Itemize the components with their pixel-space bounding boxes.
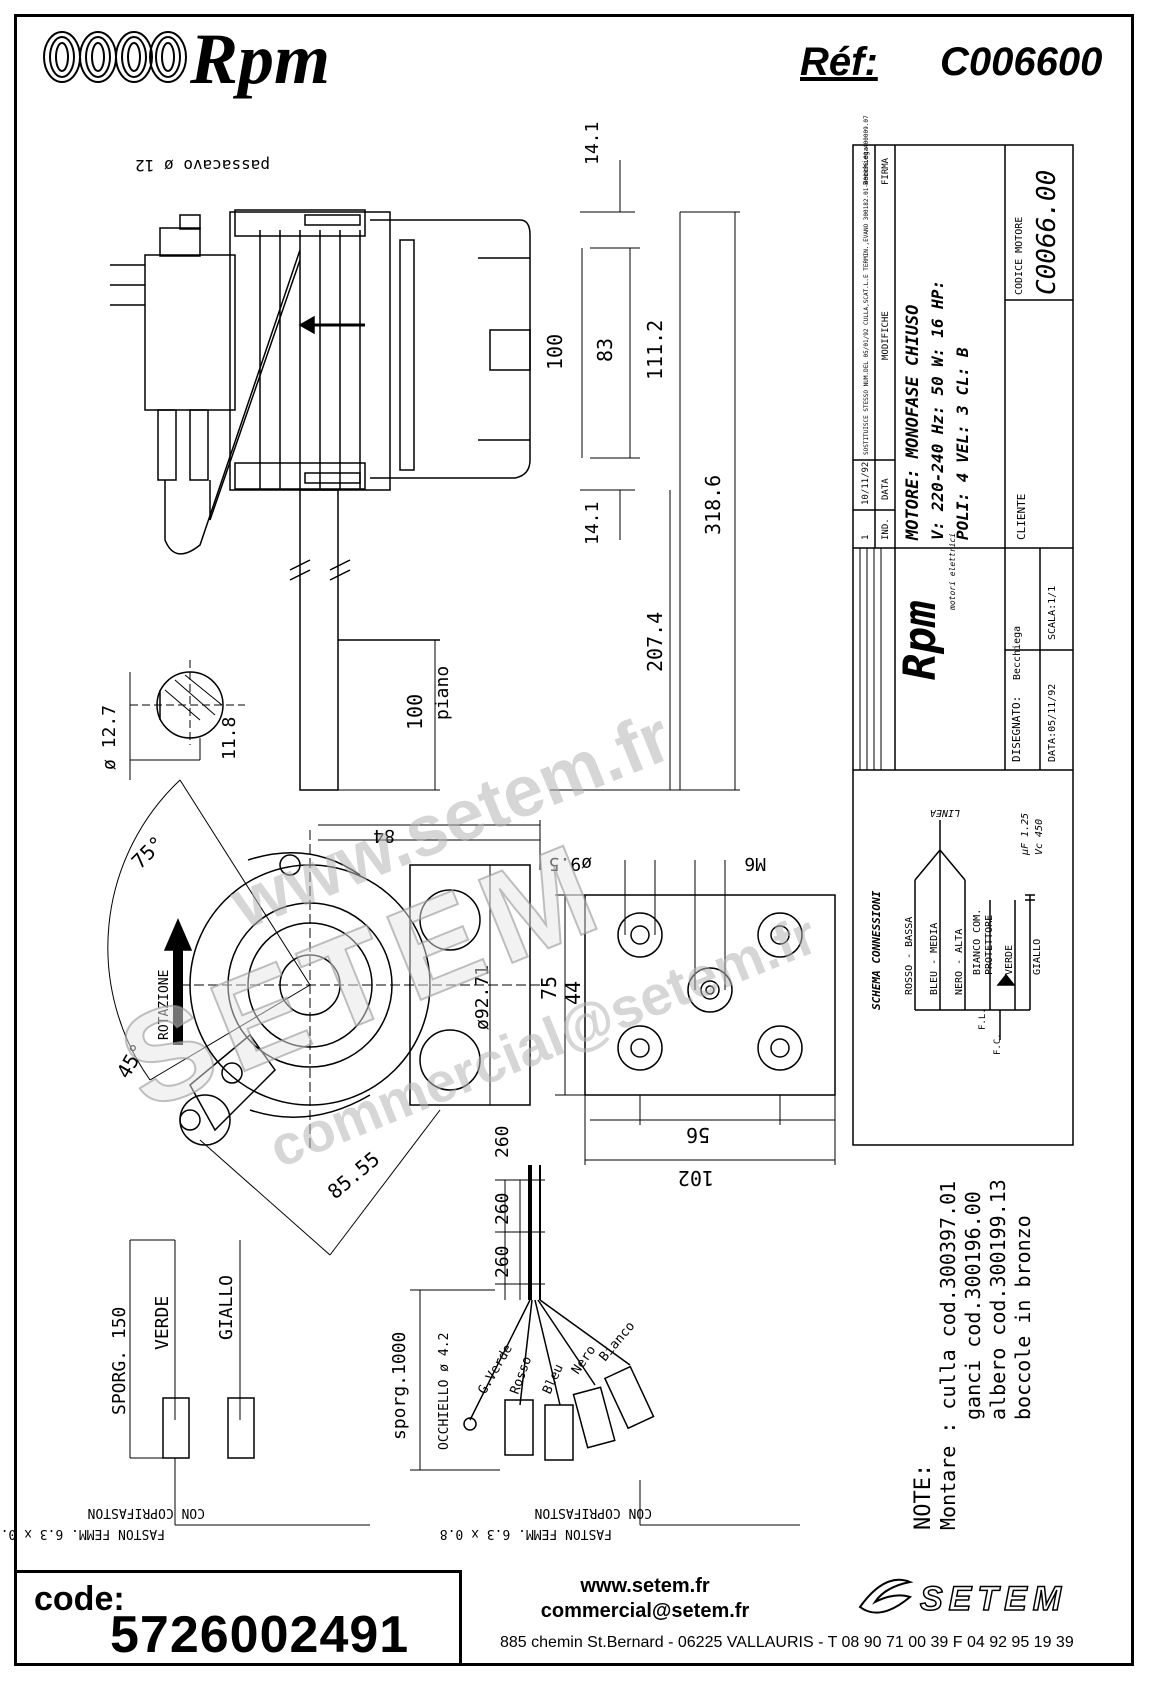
ref-value: C006600	[940, 40, 1103, 84]
drawing-frame	[14, 14, 1134, 1666]
rev-modifiche: SOSTITUISCE STESSO NUM.DEL 05/01/92 CULL…	[863, 115, 870, 455]
schema-linea: LINEA	[930, 807, 960, 818]
dim-207-4: 207.4	[643, 612, 667, 672]
cap-uf: µF 1.25	[1020, 813, 1031, 856]
dim-m6: M6	[744, 853, 766, 874]
faston-2: FASTON FEMM. 6.3 x 0.8	[440, 1526, 612, 1541]
note-line-1: Montare : culla cod.300397.01	[936, 1181, 960, 1530]
wire-bleu-media: BLEU - MEDIA	[929, 923, 940, 995]
angle-75: 75°	[127, 831, 170, 874]
dim-111-2: 111.2	[643, 320, 667, 380]
lead-260-b: 260	[492, 1192, 513, 1225]
note-line-4: boccole in bronzo	[1011, 1215, 1035, 1420]
label-verde: VERDE	[152, 1296, 173, 1350]
note-label: NOTE:	[911, 1464, 936, 1530]
dim-shaft-diameter: ø 12.7	[99, 705, 120, 770]
motor-specs-1: V: 220-240 Hz: 50 W: 16 HP:	[928, 280, 947, 540]
wire-bianco-com: BIANCO COM.	[972, 909, 983, 975]
dim-flat: 11.8	[219, 717, 240, 760]
wire-verde: VERDE	[1004, 945, 1015, 975]
scala-label: SCALA:1/1	[1047, 586, 1058, 640]
motor-capacitor-block	[144, 254, 236, 411]
data-label: DATA:05/11/92	[1047, 684, 1058, 762]
cap-vc: Vc 450	[1034, 819, 1045, 855]
dim-100-piano: 100	[403, 694, 427, 730]
faston-1: FASTON FEMM. 6.3 x 0.8	[0, 1526, 165, 1541]
setem-swoosh-icon	[858, 1578, 914, 1614]
footer-code-box	[14, 1570, 462, 1666]
col-modifiche: MODIFICHE	[881, 311, 891, 360]
firma-name: Becchiega	[862, 147, 870, 185]
wire-giallo: GIALLO	[1032, 939, 1043, 975]
label-occhiello: OCCHIELLO ø 4.2	[437, 1333, 452, 1450]
label-piano: piano	[432, 666, 453, 720]
dim-318-6: 318.6	[701, 475, 725, 535]
brand-name: Rpm	[190, 19, 331, 99]
dim-84: 84	[373, 825, 395, 846]
disegnato-label: DISEGNATO:	[1010, 696, 1023, 762]
ref-label: Réf:	[800, 40, 878, 84]
wire-rosso: Rosso	[508, 1354, 535, 1396]
faston-1-cover: CON COPRIFASTON	[88, 1505, 205, 1520]
motor-shaft	[299, 489, 339, 791]
title-block-frame	[852, 144, 1074, 1146]
lead-260-c: 260	[492, 1245, 513, 1278]
titleblock-logo: Rpm	[895, 601, 946, 680]
label-sporg-1000: sporg.1000	[389, 1332, 410, 1440]
col-ind: IND.	[881, 518, 891, 540]
dim-75: 75	[537, 976, 561, 1000]
titleblock-logo-sub: motori elettrici	[948, 533, 957, 611]
wire-bleu: Bleu	[540, 1362, 567, 1397]
dim-56: 56	[686, 1123, 710, 1147]
motor-body-outline	[229, 211, 391, 491]
label-giallo: GIALLO	[216, 1275, 237, 1340]
cliente-label: CLIENTE	[1015, 494, 1028, 540]
footer-website[interactable]: www.setem.fr	[580, 1575, 710, 1597]
dim-83: 83	[593, 338, 617, 362]
mount-plate-view	[584, 894, 836, 1096]
wire-nero-alta: NERO - ALTA	[954, 929, 965, 995]
label-rotazione: ROTAZIONE	[157, 970, 172, 1040]
footer-email[interactable]: commercial@setem.fr	[540, 1600, 750, 1622]
dim-102: 102	[678, 1166, 714, 1190]
wire-nero: Nero	[569, 1343, 599, 1377]
wire-rosso-bassa: ROSSO - BASSA	[904, 917, 915, 995]
technical-drawing: passacavo ø 12 14.1 14.1 100 83 111.2 31…	[0, 115, 1074, 1541]
code-value: 5726002491	[110, 1606, 410, 1664]
dim-14-1-top: 14.1	[582, 122, 603, 165]
label-fc: F.C.	[993, 1033, 1003, 1055]
rpm-coil-logo	[43, 31, 187, 83]
dim-9-5: ø9.5	[549, 853, 592, 874]
label-sporg-150: SPORG. 150	[109, 1307, 130, 1415]
label-fl: F.L.	[978, 1008, 988, 1030]
disegnato-value: Becchiega	[1012, 626, 1023, 680]
wire-protettore: PROTETTORE	[984, 915, 995, 975]
label-passacavo: passacavo ø 12	[135, 156, 270, 175]
dim-44: 44	[561, 981, 585, 1005]
dim-14-1-bottom: 14.1	[582, 502, 603, 545]
note-line-2: ganci cod.300196.00	[961, 1191, 985, 1420]
setem-brand: SETEM	[919, 1579, 1068, 1619]
codice-label: CODICE MOTORE	[1014, 217, 1025, 295]
rev-date: 10/11/92	[861, 462, 871, 505]
code-label: code:	[34, 1580, 125, 1618]
note-line-3: albero cod.300199.13	[986, 1179, 1010, 1420]
faston-2-cover: CON COPRIFASTON	[535, 1505, 652, 1520]
col-firma: FIRMA	[881, 157, 891, 185]
schema-title: SCHEMA CONNESSIONI	[870, 890, 883, 1010]
lead-260-a: 260	[492, 1125, 513, 1158]
dim-100: 100	[543, 334, 567, 370]
col-data: DATA	[881, 478, 891, 500]
rev-ind: 1	[861, 535, 871, 540]
motor-specs-2: POLI: 4 VEL: 3 CL: B	[953, 347, 972, 540]
dim-92-71: ø92.71	[472, 965, 493, 1030]
codice-value: C0066.00	[1032, 170, 1062, 295]
motor-type: MOTORE: MONOFASE CHIUSO	[903, 305, 923, 541]
footer-address: 885 chemin St.Bernard - 06225 VALLAURIS …	[500, 1634, 1074, 1651]
wire-bianco: Bianco	[597, 1319, 639, 1365]
